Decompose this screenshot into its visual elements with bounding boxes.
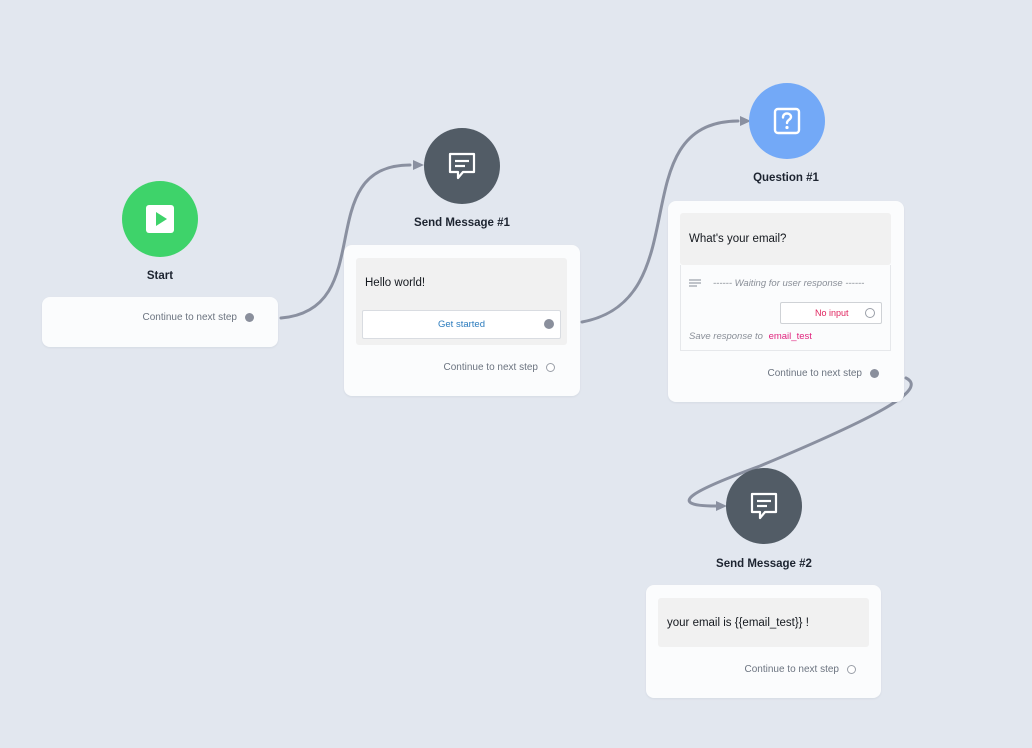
continue-to-next-step[interactable]: Continue to next step xyxy=(744,664,856,675)
no-input-connector[interactable] xyxy=(865,308,875,318)
chat-icon xyxy=(448,152,476,180)
start-node-icon[interactable] xyxy=(122,181,198,257)
continue-to-next-step[interactable]: Continue to next step xyxy=(767,368,879,379)
no-input-label: No input xyxy=(815,308,849,318)
continue-to-next-step[interactable]: Continue to next step xyxy=(142,312,254,323)
question-1-title: Question #1 xyxy=(753,172,819,184)
output-connector[interactable] xyxy=(870,369,879,378)
arrowhead-question-1 xyxy=(740,116,751,126)
send-message-1-node-icon[interactable] xyxy=(424,128,500,204)
message-text: Hello world! xyxy=(365,277,426,289)
continue-label: Continue to next step xyxy=(744,664,839,675)
message-text: your email is {{email_test}} ! xyxy=(667,617,809,629)
continue-label: Continue to next step xyxy=(443,362,538,373)
question-text: What's your email? xyxy=(689,233,787,245)
output-connector[interactable] xyxy=(546,363,555,372)
question-bubble: What's your email? xyxy=(680,213,891,265)
arrowhead-message-1 xyxy=(413,160,424,170)
send-message-2-title: Send Message #2 xyxy=(716,558,812,570)
text-lines-icon xyxy=(689,279,701,287)
send-message-2-card[interactable]: your email is {{email_test}} ! Continue … xyxy=(646,585,881,698)
question-1-node-icon[interactable] xyxy=(749,83,825,159)
question-1-card[interactable]: What's your email? ------ Waiting for us… xyxy=(668,201,904,402)
continue-to-next-step[interactable]: Continue to next step xyxy=(443,362,555,373)
play-icon xyxy=(146,205,174,233)
chat-icon xyxy=(750,492,778,520)
output-connector[interactable] xyxy=(245,313,254,322)
edge-message-1-to-question-1 xyxy=(580,119,740,324)
send-message-1-title: Send Message #1 xyxy=(414,217,510,229)
send-message-1-card[interactable]: Hello world! Get started Continue to nex… xyxy=(344,245,580,396)
quick-reply-button[interactable]: Get started xyxy=(362,310,561,339)
waiting-for-response: ------ Waiting for user response ------ xyxy=(713,278,865,289)
message-bubble: your email is {{email_test}} ! xyxy=(658,598,869,647)
response-panel: ------ Waiting for user response ------ … xyxy=(680,265,891,351)
send-message-2-node-icon[interactable] xyxy=(726,468,802,544)
question-icon xyxy=(773,107,801,135)
quick-reply-connector[interactable] xyxy=(544,319,554,329)
save-response-row: Save response to email_test xyxy=(689,331,812,342)
start-node-title: Start xyxy=(146,270,174,282)
message-bubble: Hello world! Get started xyxy=(356,258,567,345)
edge-question-1-to-message-2 xyxy=(687,376,913,508)
save-response-label: Save response to xyxy=(689,331,763,342)
quick-reply-label: Get started xyxy=(438,319,485,330)
start-node-card[interactable]: Continue to next step xyxy=(42,297,278,347)
no-input-button[interactable]: No input xyxy=(780,302,882,324)
continue-label: Continue to next step xyxy=(767,368,862,379)
continue-label: Continue to next step xyxy=(142,312,237,323)
save-variable[interactable]: email_test xyxy=(768,331,812,342)
arrowhead-message-2 xyxy=(716,501,727,511)
output-connector[interactable] xyxy=(847,665,856,674)
edge-start-to-message-1 xyxy=(279,163,412,320)
